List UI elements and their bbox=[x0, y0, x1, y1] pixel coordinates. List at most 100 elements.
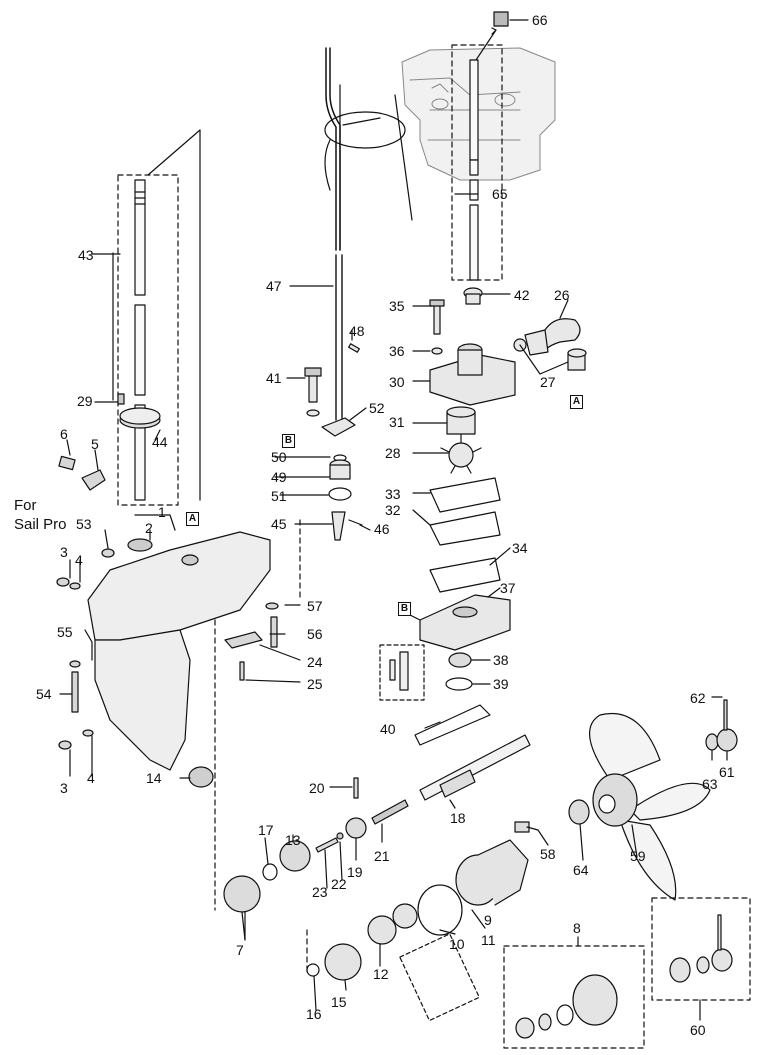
callout-59: 59 bbox=[630, 848, 646, 864]
drive-shaft bbox=[117, 179, 161, 501]
casing-fasteners bbox=[56, 455, 279, 750]
callout-63: 63 bbox=[702, 776, 718, 792]
callout-13: 13 bbox=[285, 832, 301, 848]
callout-38: 38 bbox=[493, 652, 509, 668]
callout-52: 52 bbox=[369, 400, 385, 416]
casing-outline-lines bbox=[199, 84, 413, 501]
ref-marker-b: B bbox=[282, 434, 295, 448]
callout-2: 2 bbox=[145, 520, 153, 536]
callout-25: 25 bbox=[307, 676, 323, 692]
callout-54: 54 bbox=[36, 686, 52, 702]
kit-60-parts bbox=[669, 914, 733, 983]
kit-8-parts bbox=[515, 974, 618, 1039]
callout-28: 28 bbox=[385, 445, 401, 461]
callout-18: 18 bbox=[450, 810, 466, 826]
lower-unit-casing bbox=[87, 531, 271, 771]
callout-50: 50 bbox=[271, 449, 287, 465]
callout-35: 35 bbox=[389, 298, 405, 314]
callout-11: 11 bbox=[481, 932, 496, 948]
callout-33: 33 bbox=[385, 486, 401, 502]
callout-31: 31 bbox=[389, 414, 405, 430]
callout-61: 61 bbox=[719, 764, 735, 780]
pin-box bbox=[399, 933, 480, 1022]
pump-tube bbox=[469, 59, 479, 281]
callout-4: 4 bbox=[75, 552, 83, 568]
callout-8: 8 bbox=[573, 920, 581, 936]
driveshaft-assembly-box bbox=[117, 174, 179, 506]
kit-60-box bbox=[651, 897, 751, 1001]
callout-41: 41 bbox=[266, 370, 282, 386]
callout-29: 29 bbox=[77, 393, 93, 409]
forward-gear-bearings bbox=[223, 840, 311, 913]
callout-7: 7 bbox=[236, 942, 244, 958]
callout-39: 39 bbox=[493, 676, 509, 692]
callout-40: 40 bbox=[380, 721, 396, 737]
callout-65: 65 bbox=[492, 186, 508, 202]
callout-34: 34 bbox=[512, 540, 528, 556]
prop-hardware bbox=[514, 699, 738, 833]
pinion-gear-14 bbox=[188, 766, 214, 788]
callout-37: 37 bbox=[500, 580, 516, 596]
callout-4: 4 bbox=[87, 770, 95, 786]
callout-32: 32 bbox=[385, 502, 401, 518]
callout-16: 16 bbox=[306, 1006, 322, 1022]
callout-6: 6 bbox=[60, 426, 68, 442]
callout-15: 15 bbox=[331, 994, 347, 1010]
left-mid-parts bbox=[304, 343, 363, 541]
callout-56: 56 bbox=[307, 626, 323, 642]
callout-24: 24 bbox=[307, 654, 323, 670]
leader-lines bbox=[59, 193, 728, 1021]
callout-53: 53 bbox=[76, 516, 92, 532]
callout-64: 64 bbox=[573, 862, 589, 878]
callout-14: 14 bbox=[146, 770, 162, 786]
seal-dowel-box bbox=[379, 644, 425, 701]
callout-44: 44 bbox=[152, 434, 168, 450]
ref-marker-a: A bbox=[570, 395, 583, 409]
callout-30: 30 bbox=[389, 374, 405, 390]
callout-23: 23 bbox=[312, 884, 328, 900]
callout-55: 55 bbox=[57, 624, 73, 640]
callout-49: 49 bbox=[271, 469, 287, 485]
water-pump-parts bbox=[414, 287, 587, 746]
callout-58: 58 bbox=[540, 846, 556, 862]
water-tube bbox=[325, 47, 343, 421]
callout-46: 46 bbox=[374, 521, 390, 537]
callout-26: 26 bbox=[554, 287, 570, 303]
callout-1: 1 bbox=[158, 504, 166, 520]
callout-19: 19 bbox=[347, 864, 363, 880]
note-line-2: Sail Pro bbox=[14, 516, 67, 533]
callout-21: 21 bbox=[374, 848, 390, 864]
callout-43: 43 bbox=[78, 247, 94, 263]
callout-10: 10 bbox=[449, 936, 465, 952]
callout-62: 62 bbox=[690, 690, 706, 706]
callout-17: 17 bbox=[258, 822, 274, 838]
callout-27: 27 bbox=[540, 374, 556, 390]
ref-marker-a: A bbox=[186, 512, 199, 526]
callout-3: 3 bbox=[60, 780, 68, 796]
note-line-1: For bbox=[14, 497, 37, 514]
callout-42: 42 bbox=[514, 287, 530, 303]
callout-5: 5 bbox=[91, 436, 99, 452]
propeller bbox=[589, 713, 711, 901]
dashed-alignment-lines bbox=[214, 519, 308, 976]
kit-8-box bbox=[503, 945, 645, 1049]
callout-51: 51 bbox=[271, 488, 287, 504]
callout-3: 3 bbox=[60, 544, 68, 560]
nut-66 bbox=[493, 11, 509, 27]
callout-60: 60 bbox=[690, 1022, 706, 1038]
bearing-carrier bbox=[306, 839, 529, 981]
callout-57: 57 bbox=[307, 598, 323, 614]
ref-marker-b: B bbox=[398, 602, 411, 616]
callout-47: 47 bbox=[266, 278, 282, 294]
callout-66: 66 bbox=[532, 12, 548, 28]
note-for-sail-pro: For Sail Pro bbox=[14, 496, 67, 534]
callout-22: 22 bbox=[331, 876, 347, 892]
callout-48: 48 bbox=[349, 323, 365, 339]
callout-9: 9 bbox=[484, 912, 492, 928]
callout-20: 20 bbox=[309, 780, 325, 796]
callout-12: 12 bbox=[373, 966, 389, 982]
callout-36: 36 bbox=[389, 343, 405, 359]
propeller-shaft bbox=[419, 734, 531, 801]
callout-45: 45 bbox=[271, 516, 287, 532]
